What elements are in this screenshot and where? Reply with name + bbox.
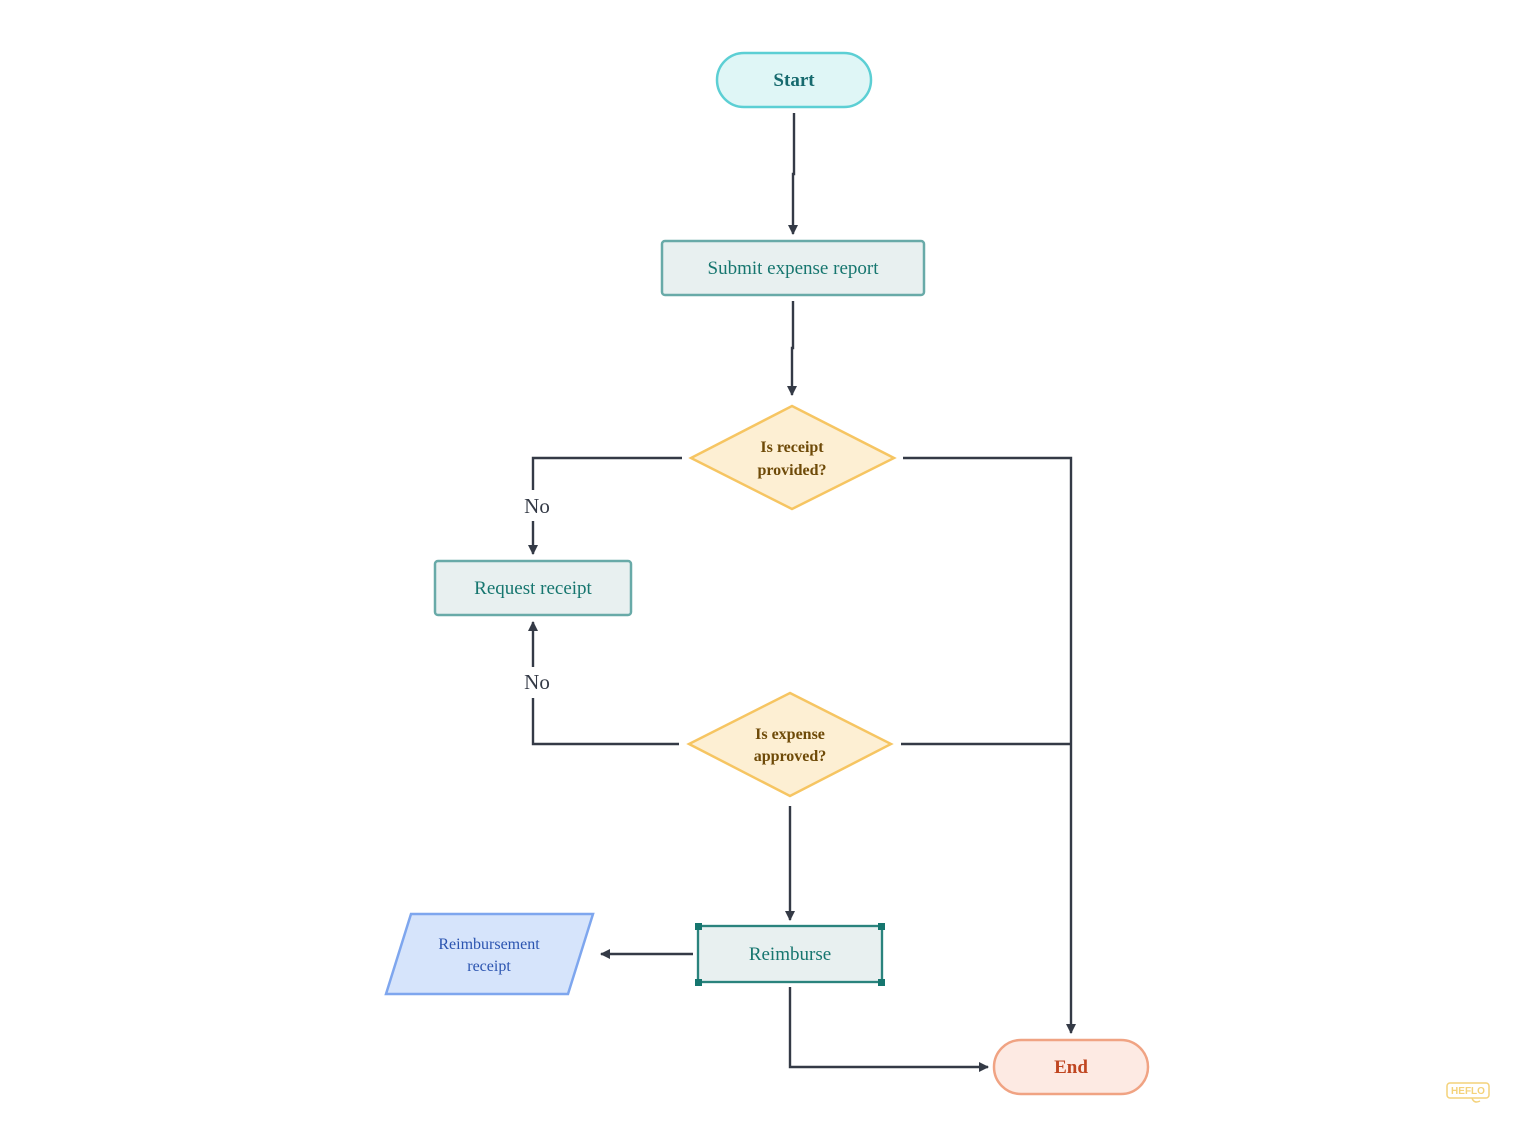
approved-decision-label-line2: approved? [754, 748, 827, 765]
reimbursement-receipt-label-line1: Reimbursement [438, 936, 540, 953]
edge-label-receipt-no: No [524, 494, 550, 518]
request-receipt-process[interactable]: Request receipt [433, 559, 633, 617]
receipt-provided-decision[interactable]: Is receipt provided? [688, 404, 897, 511]
end-label: End [1054, 1057, 1088, 1078]
edge-receipt-yes-to-end[interactable] [903, 456, 1076, 1034]
heflo-logo: HEFLO [1446, 1082, 1490, 1103]
edge-start-to-submit[interactable] [788, 113, 798, 235]
edge-approved-no-to-request[interactable] [533, 622, 679, 746]
approved-decision-label-line1: Is expense [755, 726, 825, 743]
selection-handle-bottom-right[interactable] [878, 979, 885, 986]
edge-label-approved-no: No [524, 670, 550, 694]
edge-receipt-no-to-request[interactable] [533, 456, 682, 554]
start-label: Start [773, 70, 815, 91]
selection-handle-bottom-left[interactable] [695, 979, 702, 986]
receipt-decision-label-line2: provided? [757, 462, 826, 479]
selection-outline [697, 925, 883, 983]
end-terminal[interactable]: End [992, 1038, 1150, 1096]
submit-expense-report-label: Submit expense report [708, 258, 880, 279]
edge-reimburse-to-end[interactable] [788, 987, 989, 1072]
reimbursement-receipt-label-line2: receipt [467, 958, 511, 975]
request-receipt-label: Request receipt [474, 578, 592, 599]
edge-submit-to-receipt-decision[interactable] [787, 301, 797, 396]
start-terminal[interactable]: Start [715, 51, 873, 109]
expense-approved-decision[interactable]: Is expense approved? [686, 691, 894, 798]
reimburse-label: Reimburse [749, 944, 831, 965]
selection-handle-top-right[interactable] [878, 923, 885, 930]
receipt-decision-label-line1: Is receipt [760, 439, 824, 456]
submit-expense-report-process[interactable]: Submit expense report [660, 239, 926, 297]
heflo-logo-text: HEFLO [1451, 1086, 1485, 1097]
reimburse-process[interactable]: Reimburse [695, 923, 885, 986]
selection-handle-top-left[interactable] [695, 923, 702, 930]
reimbursement-receipt-io[interactable]: Reimbursement receipt [384, 912, 595, 996]
